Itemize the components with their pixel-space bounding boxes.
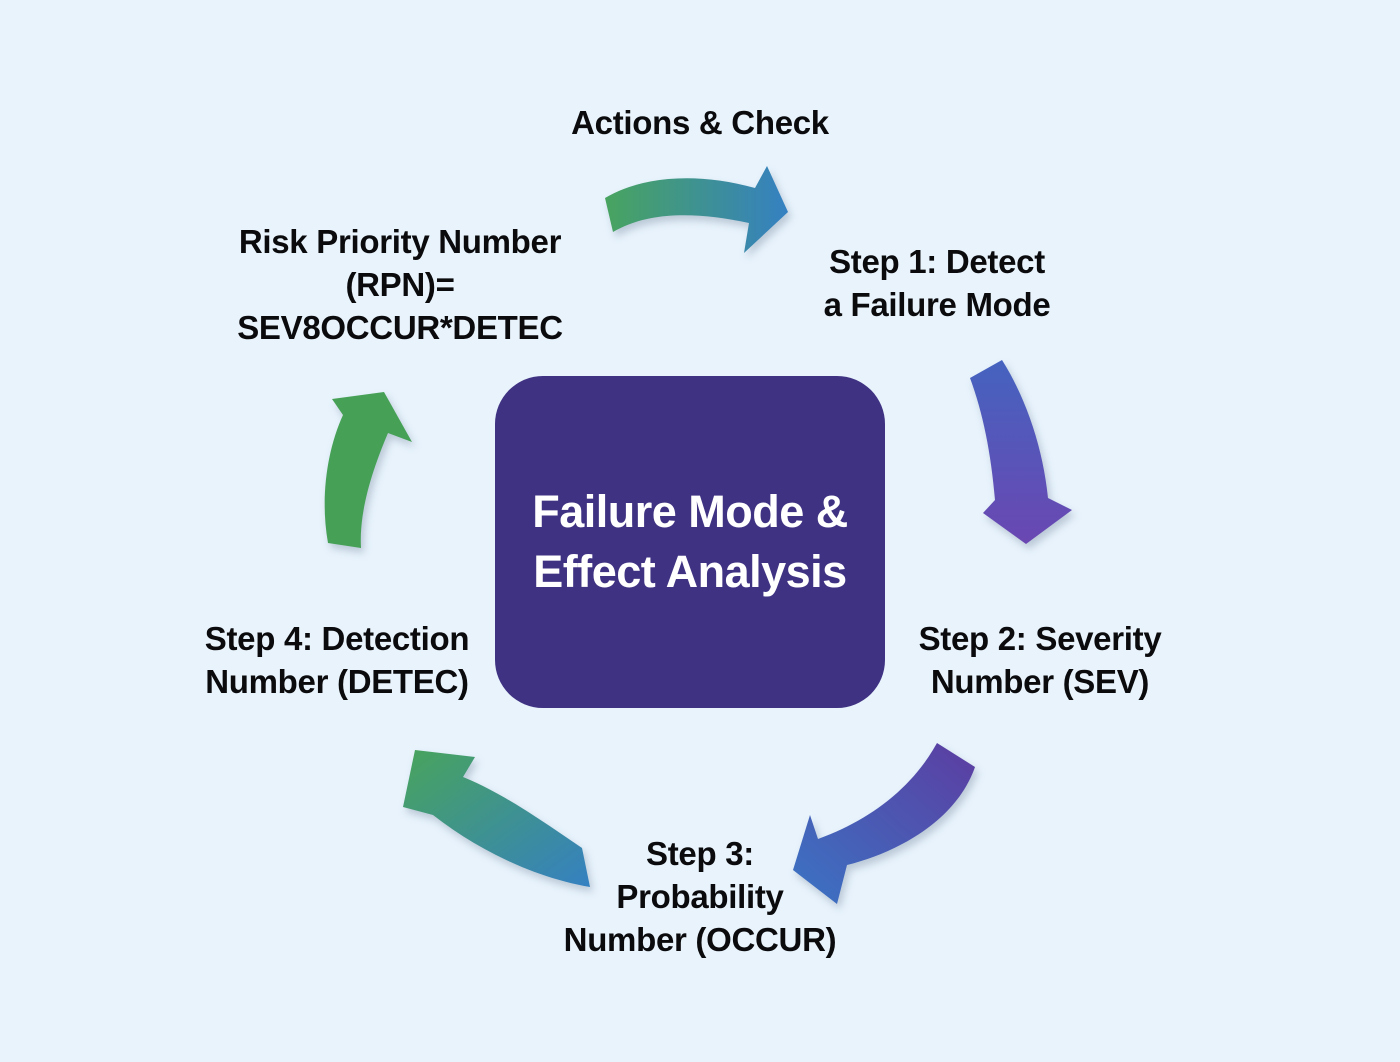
label-line: Actions & Check bbox=[571, 104, 829, 141]
label-actions-check: Actions & Check bbox=[450, 101, 950, 144]
curved-arrow-bottom-left-icon bbox=[403, 750, 590, 887]
label-line: Step 2: Severity bbox=[918, 620, 1162, 657]
curved-arrow-bottom-right-icon bbox=[793, 743, 975, 904]
curved-arrow-right-icon bbox=[970, 360, 1072, 544]
label-line: a Failure Mode bbox=[823, 286, 1051, 323]
diagram-title: Failure Mode & Effect Analysis bbox=[532, 482, 848, 602]
title-line: Failure Mode & bbox=[532, 486, 848, 537]
title-line: Effect Analysis bbox=[533, 546, 847, 597]
center-box: Failure Mode & Effect Analysis bbox=[495, 376, 885, 708]
label-line: Step 4: Detection bbox=[204, 620, 470, 657]
label-line: Step 1: Detect bbox=[829, 243, 1045, 280]
label-step4: Step 4: Detection Number (DETEC) bbox=[160, 617, 514, 703]
label-line: Risk Priority Number bbox=[238, 223, 562, 260]
curved-arrow-top-icon bbox=[605, 166, 788, 253]
label-line: Number (DETEC) bbox=[205, 663, 469, 700]
label-line: Probability bbox=[616, 878, 784, 915]
label-step1: Step 1: Detect a Failure Mode bbox=[770, 240, 1104, 326]
label-step2: Step 2: Severity Number (SEV) bbox=[870, 617, 1210, 703]
label-line: (RPN)= bbox=[345, 266, 455, 303]
label-line: Number (OCCUR) bbox=[563, 921, 837, 958]
label-risk-priority-number: Risk Priority Number (RPN)= SEV8OCCUR*DE… bbox=[198, 220, 602, 349]
label-line: Step 3: bbox=[646, 835, 754, 872]
curved-arrow-left-icon bbox=[324, 392, 412, 548]
label-line: Number (SEV) bbox=[930, 663, 1150, 700]
label-line: SEV8OCCUR*DETEC bbox=[237, 309, 563, 346]
label-step3: Step 3: Probability Number (OCCUR) bbox=[520, 832, 880, 961]
